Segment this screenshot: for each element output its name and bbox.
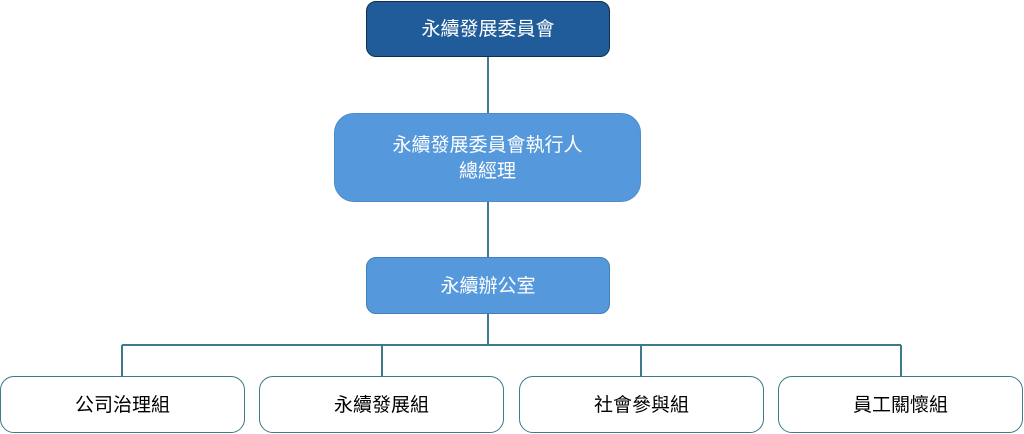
committee-label: 永續發展委員會 xyxy=(421,18,555,40)
team-label: 公司治理組 xyxy=(74,393,170,416)
team-label: 員工關懷組 xyxy=(852,393,948,416)
team-label: 永續發展組 xyxy=(333,393,429,416)
team-label: 社會參與組 xyxy=(593,393,689,416)
executive-role: 總經理 xyxy=(458,159,516,182)
team-node-social: 社會參與組 xyxy=(519,376,764,433)
team-node-employee-care: 員工關懷組 xyxy=(778,376,1023,433)
executive-title: 永續發展委員會執行人 xyxy=(392,133,583,156)
team-node-governance: 公司治理組 xyxy=(0,376,245,433)
team-node-sustainability: 永續發展組 xyxy=(259,376,504,433)
office-label: 永續辦公室 xyxy=(440,274,536,297)
executive-node: 永續發展委員會執行人 總經理 xyxy=(334,113,641,202)
office-node: 永續辦公室 xyxy=(366,257,610,314)
committee-node: 永續發展委員會 xyxy=(366,1,610,57)
